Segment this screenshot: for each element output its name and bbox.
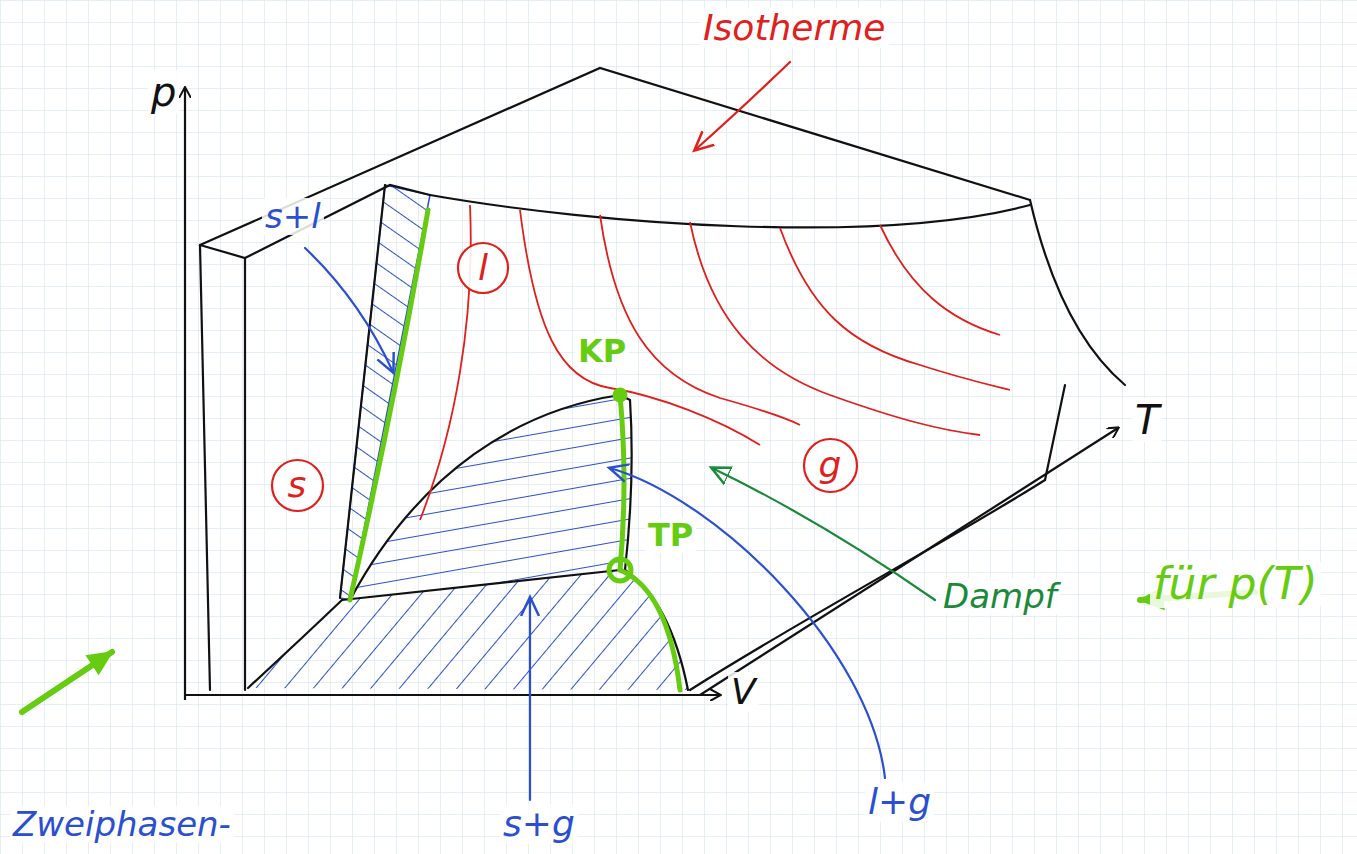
hatched-regions [340, 185, 430, 600]
pvt-surface-outline [200, 245, 210, 690]
circle-outline [804, 439, 857, 492]
phase-lines [350, 210, 428, 600]
leader-arrows [305, 248, 393, 372]
hatched-regions [248, 185, 688, 690]
pvt-surface-outline [350, 395, 632, 600]
region-label: l+g [865, 782, 934, 822]
isotherms [420, 205, 1010, 520]
phase-lines [609, 559, 631, 581]
isotherms [880, 225, 1000, 335]
curve-label: Dampf [940, 578, 1060, 615]
phase-lines [620, 570, 680, 690]
pvt-surface-outline [248, 600, 342, 688]
leader-arrows [22, 62, 1255, 800]
pvt-surface-outline [1030, 200, 1125, 385]
phase-circle: l [456, 241, 510, 295]
isotherms [520, 210, 760, 445]
axes [185, 694, 720, 696]
phase-lines [615, 390, 625, 400]
axis-label: T [1132, 398, 1162, 442]
leader-arrows [529, 598, 531, 800]
axes [184, 88, 186, 700]
hatched-regions [350, 395, 632, 600]
phase-circle: g [802, 437, 859, 494]
phase-letter: l [478, 250, 488, 286]
note-label: Zweiphasen- [10, 806, 234, 843]
hatched-regions [248, 570, 688, 690]
isotherm-label: Isotherme [700, 8, 889, 48]
circle-outline [272, 460, 323, 511]
leader-arrows [695, 62, 790, 150]
circle-outline [458, 243, 508, 293]
leader-arrows [610, 468, 885, 778]
phase-lines [620, 395, 624, 570]
region-label: s+g [500, 804, 578, 844]
isotherms [600, 215, 800, 425]
pvt-surface-outline [200, 68, 1125, 690]
phase-letter: s [288, 467, 307, 503]
phase-lines [350, 210, 680, 690]
point-label: KP [575, 334, 629, 369]
axes [700, 428, 1118, 695]
pvt-surface-outline [342, 570, 620, 600]
pvt-surface-outline [200, 185, 430, 258]
axes [185, 88, 1118, 700]
axis-label: V [728, 672, 759, 712]
region-label: s+l [262, 198, 324, 235]
axis-label: p [148, 70, 179, 114]
pvt-surface-outline [244, 258, 246, 690]
pvt-surface-outline [1045, 385, 1065, 480]
phase-circle: s [270, 458, 325, 513]
leader-arrows [22, 652, 112, 712]
isotherms [690, 222, 980, 435]
point-label: TP [645, 518, 696, 553]
phase-letter: g [819, 447, 842, 483]
note-label: für p(T) [1150, 560, 1321, 608]
